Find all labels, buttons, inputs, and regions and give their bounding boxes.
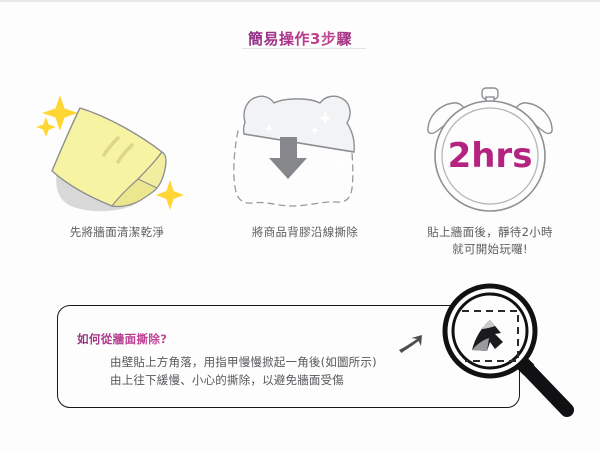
step-1-caption-line-1: 先將牆面清潔乾淨	[69, 225, 165, 239]
page-title-text: 簡易操作3步驟	[248, 28, 352, 53]
step-2-illustration	[212, 72, 398, 220]
step-2-caption-line-1: 將商品背膠沿線撕除	[251, 225, 359, 239]
step-2-caption: 將商品背膠沿線撕除	[212, 224, 398, 241]
page-title-underline	[242, 48, 366, 49]
step-3-caption: 貼上牆面後，靜待2小時 就可開始玩囉!	[397, 224, 583, 258]
step-3-caption-line-2: 就可開始玩囉!	[452, 242, 528, 256]
bear-sticker-peel-icon	[233, 95, 355, 207]
removal-instructions-panel	[57, 305, 520, 408]
step-3: 2hrs 貼上牆面後，靜待2小時 就可開始玩囉!	[397, 72, 583, 262]
yellow-cloth-sparkle-icon	[36, 95, 184, 212]
top-divider	[0, 0, 600, 2]
clock-hours-label: 2hrs	[448, 136, 533, 176]
alarm-clock-icon: 2hrs	[427, 87, 553, 212]
removal-heading: 如何從牆面撕除?	[77, 332, 168, 346]
page-title: 簡易操作3步驟	[0, 28, 600, 53]
step-1-caption: 先將牆面清潔乾淨	[24, 224, 210, 241]
step-3-caption-line-1: 貼上牆面後，靜待2小時	[427, 225, 553, 239]
step-1: 先將牆面清潔乾淨	[24, 72, 210, 262]
removal-body-line-2: 由上往下緩慢、小心的撕除，以避免牆面受傷	[110, 373, 344, 387]
step-2: 將商品背膠沿線撕除	[212, 72, 398, 262]
removal-body-line-1: 由壁貼上方角落，用指甲慢慢掀起一角後(如圖所示)	[110, 355, 377, 369]
magnifying-glass-peel-detail-icon	[442, 283, 574, 417]
removal-body: 由壁貼上方角落，用指甲慢慢掀起一角後(如圖所示) 由上往下緩慢、小心的撕除，以避…	[110, 353, 440, 389]
step-3-illustration: 2hrs	[397, 72, 583, 220]
step-1-illustration	[24, 72, 210, 220]
pointer-arrow-icon	[399, 335, 422, 353]
